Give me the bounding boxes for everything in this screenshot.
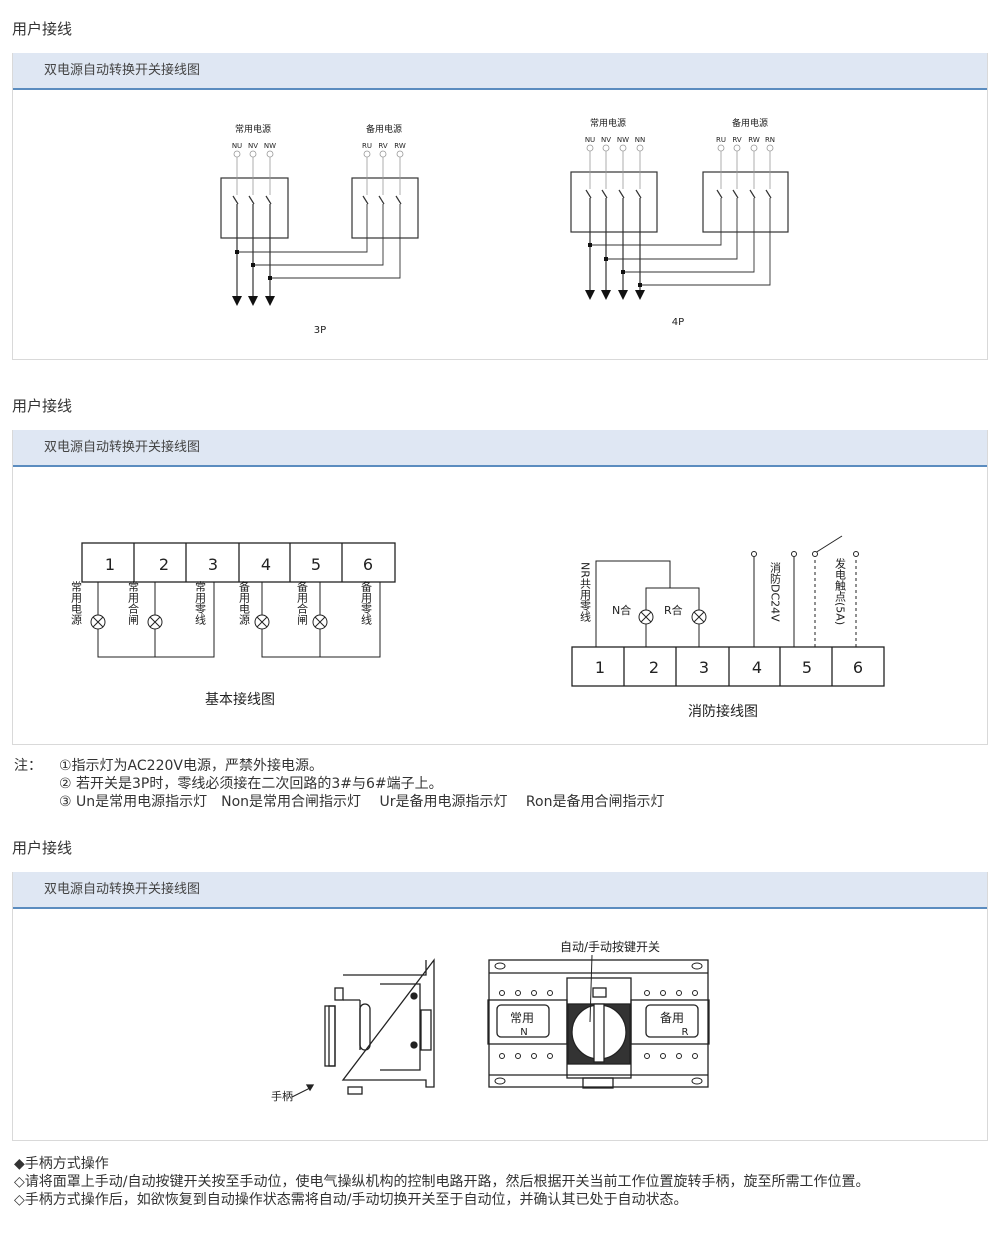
note: ② 若开关是3P时，零线必须接在二次回路的3#与6#端子上。 bbox=[59, 776, 443, 792]
svg-text:备用电源: 备用电源 bbox=[366, 123, 402, 135]
svg-text:RW: RW bbox=[748, 136, 760, 144]
handle-operation: ◆手柄方式操作 ◇请将面罩上手动/自动按键开关按至手动位，使电气操纵机构的控制电… bbox=[14, 1155, 989, 1209]
svg-text:备用电源: 备用电源 bbox=[238, 580, 251, 626]
svg-text:常用电源: 常用电源 bbox=[70, 581, 83, 626]
svg-text:6: 6 bbox=[853, 658, 863, 677]
svg-text:备用零线: 备用零线 bbox=[360, 580, 373, 625]
svg-text:2: 2 bbox=[649, 658, 659, 677]
wiring-panel-2: 双电源自动转换开关接线图 bbox=[12, 430, 988, 745]
note: ③ Un是常用电源指示灯 Non是常用合闸指示灯 Ur是备用电源指示灯 Ron是… bbox=[59, 794, 665, 810]
svg-text:消防DC24V: 消防DC24V bbox=[769, 561, 782, 622]
section-title: 用户接线 bbox=[12, 397, 73, 415]
section-title: 用户接线 bbox=[12, 839, 73, 857]
side-view bbox=[324, 958, 435, 1095]
svg-text:1: 1 bbox=[595, 658, 605, 677]
svg-text:N合: N合 bbox=[612, 603, 631, 617]
section-title: 用户接线 bbox=[12, 20, 73, 38]
wiring-panel-3: 双电源自动转换开关接线图 bbox=[12, 872, 988, 1141]
svg-text:NV: NV bbox=[248, 142, 258, 150]
fire-wiring-diagram: 1 2 3 4 5 6 NR共用零线 N合 R合 消防DC24V 发电触点(5A) 消防接… bbox=[571, 535, 885, 720]
svg-text:常用零线: 常用零线 bbox=[194, 581, 207, 625]
svg-text:RN: RN bbox=[765, 136, 775, 144]
svg-text:手柄: 手柄 bbox=[271, 1089, 293, 1103]
ops-item: ◇手柄方式操作后，如欲恢复到自动操作状态需将自动/手动切换开关至于自动位，并确认… bbox=[14, 1192, 688, 1208]
svg-text:备用电源: 备用电源 bbox=[732, 117, 768, 129]
svg-text:R合: R合 bbox=[664, 603, 683, 617]
switch-device-diagram: 手柄 自动/手动按键开关 常用 N 备用 R bbox=[271, 940, 710, 1103]
note: ①指示灯为AC220V电源，严禁外接电源。 bbox=[59, 758, 323, 774]
svg-text:4: 4 bbox=[261, 555, 271, 574]
svg-text:N: N bbox=[520, 1027, 527, 1038]
panel-title: 双电源自动转换开关接线图 bbox=[13, 430, 987, 467]
svg-text:5: 5 bbox=[311, 555, 321, 574]
svg-text:5: 5 bbox=[802, 658, 812, 677]
svg-text:常用电源: 常用电源 bbox=[235, 123, 271, 135]
ops-heading: ◆手柄方式操作 bbox=[14, 1156, 109, 1172]
svg-text:常用合闸: 常用合闸 bbox=[127, 581, 140, 625]
svg-text:NU: NU bbox=[232, 142, 242, 150]
svg-text:3: 3 bbox=[699, 658, 709, 677]
svg-text:基本接线图: 基本接线图 bbox=[205, 691, 275, 708]
svg-text:RV: RV bbox=[732, 136, 741, 144]
svg-text:NW: NW bbox=[617, 136, 629, 144]
wiring-panel-1: 双电源自动转换开关接线图 bbox=[12, 53, 988, 360]
svg-text:RW: RW bbox=[394, 142, 406, 150]
svg-text:3: 3 bbox=[208, 555, 218, 574]
svg-text:发电触点(5A): 发电触点(5A) bbox=[834, 557, 847, 625]
ops-item: ◇请将面罩上手动/自动按键开关按至手动位，使电气操纵机构的控制电路开路，然后根据… bbox=[14, 1174, 870, 1190]
svg-text:NV: NV bbox=[601, 136, 611, 144]
svg-text:1: 1 bbox=[105, 555, 115, 574]
svg-text:RU: RU bbox=[716, 136, 726, 144]
panel-title: 双电源自动转换开关接线图 bbox=[13, 872, 987, 909]
svg-text:备用合闸: 备用合闸 bbox=[296, 580, 309, 625]
notes-label: 注： bbox=[14, 758, 42, 774]
diagram-4p: 常用电源 备用电源 NU NV NW NN RU RV RW RN 4P bbox=[570, 117, 789, 328]
svg-text:NU: NU bbox=[585, 136, 595, 144]
svg-text:4P: 4P bbox=[672, 317, 684, 328]
panel-title: 双电源自动转换开关接线图 bbox=[13, 53, 987, 90]
svg-text:自动/手动按键开关: 自动/手动按键开关 bbox=[560, 940, 660, 954]
svg-text:NR共用零线: NR共用零线 bbox=[579, 562, 592, 622]
notes: 注： ①指示灯为AC220V电源，严禁外接电源。 ② 若开关是3P时，零线必须接在… bbox=[14, 757, 664, 811]
svg-text:R: R bbox=[682, 1027, 689, 1038]
svg-text:消防接线图: 消防接线图 bbox=[688, 703, 758, 720]
diagram-3p: 常用电源 备用电源 NU NV NW RU RV RW 3P bbox=[220, 123, 419, 336]
basic-wiring-diagram: 1 2 3 4 5 6 常用电源 常用合闸 常用零线 备用电源 备用合闸 备用零线 基本接线图 bbox=[70, 542, 396, 708]
svg-text:常用: 常用 bbox=[510, 1011, 534, 1025]
svg-text:6: 6 bbox=[363, 555, 373, 574]
front-view: 自动/手动按键开关 常用 N 备用 R bbox=[487, 940, 710, 1089]
svg-text:3P: 3P bbox=[314, 325, 326, 336]
svg-text:NW: NW bbox=[264, 142, 276, 150]
svg-text:4: 4 bbox=[752, 658, 762, 677]
svg-text:RU: RU bbox=[362, 142, 372, 150]
svg-text:NN: NN bbox=[635, 136, 645, 144]
svg-text:常用电源: 常用电源 bbox=[590, 117, 626, 129]
svg-text:2: 2 bbox=[159, 555, 169, 574]
svg-text:备用: 备用 bbox=[660, 1011, 684, 1025]
svg-text:RV: RV bbox=[378, 142, 387, 150]
